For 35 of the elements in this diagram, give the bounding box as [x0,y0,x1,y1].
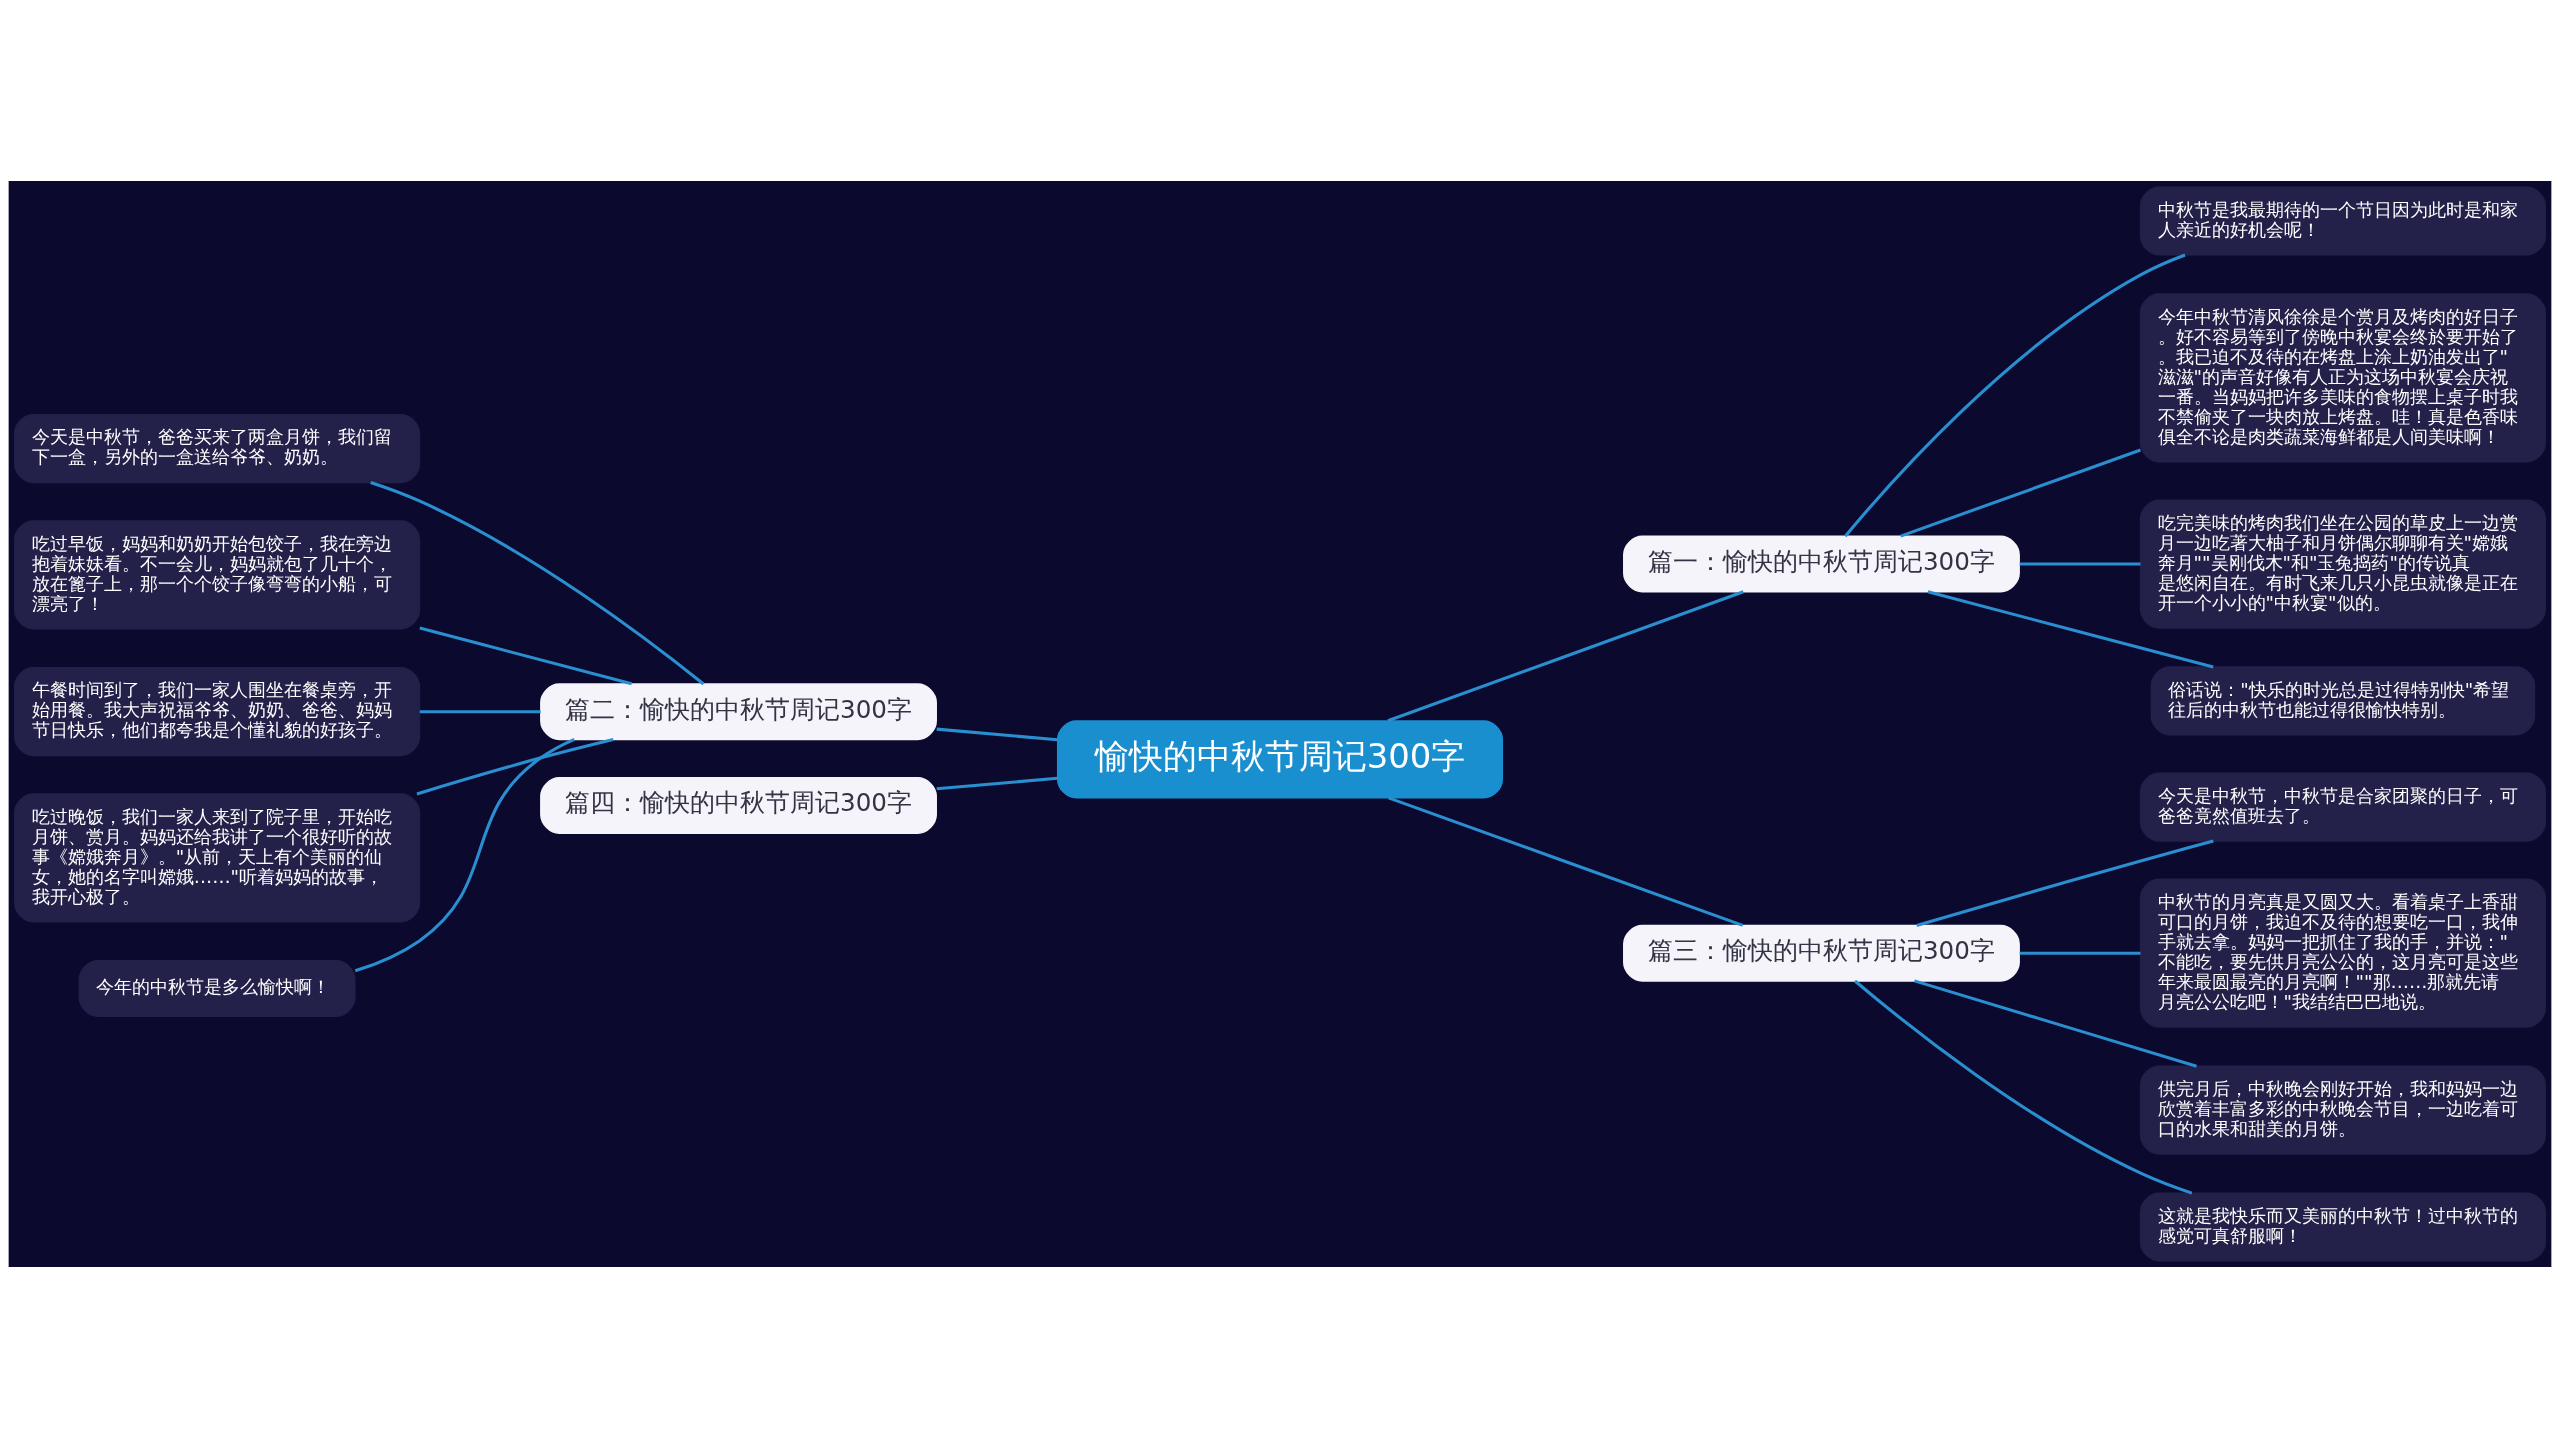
connector [419,625,632,685]
connector [1914,978,2197,1068]
node-box: 中秋节的月亮真是又圆又大。看着桌子上香甜可口的月饼，我迫不及待的想要吃一口，我伸手就去拿。妈妈一把抓住了我的手，并说："不能吃，要先供月亮公公的，这月亮可是这些年来最圆最亮的月亮啊！""那……那就先请月亮公公吃吧！"我结结巴巴地说。 [2139,878,2546,1028]
connector [1387,589,1744,722]
node-box: 愉快的中秋节周记300字 [1056,719,1504,799]
connector [936,776,1058,790]
connector [1927,589,2214,669]
connector [419,709,541,713]
connector [416,737,614,795]
node-box: 午餐时间到了，我们一家人围坐在餐桌旁，开始用餐。我大声祝福爷爷、奶奶、爸爸、妈妈节日快乐，他们都夸我是个懂礼貌的好孩子。 [14,666,421,756]
node-box: 篇三：愉快的中秋节周记300字 [1623,924,2020,982]
connector [354,737,575,972]
node-box: 篇四：愉快的中秋节周记300字 [540,776,937,834]
node-box: 俗话说："快乐的时光总是过得特别快"希望往后的中秋节也能过得很愉快特别。 [2150,665,2536,736]
node-box: 吃过晚饭，我们一家人来到了院子里，开始吃月饼、赏月。妈妈还给我讲了一个很好听的故事《嫦娥奔月》。"从前，天上有个美丽的仙女，她的名字叫嫦娥……"听着妈妈的故事，我开心极了。 [14,792,421,922]
connector [936,727,1058,741]
connector [2019,562,2141,566]
node-box: 篇一：愉快的中秋节周记300字 [1623,535,2020,592]
node-box: 今年中秋节清风徐徐是个赏月及烤肉的好日子。好不容易等到了傍晚中秋宴会终於要开始了。我已迫不及待的在烤盘上涂上奶油发出了"滋滋"的声音好像有人正为这场中秋宴会庆祝一番。当妈妈把许多美味的食物摆上桌子时我不禁偷夹了一块肉放上烤盘。哇！真是色香味俱全不论是肉类蔬菜海鲜都是人间美味啊！ [2139,292,2546,462]
node-box: 这就是我快乐而又美丽的中秋节！过中秋节的感觉可真舒服啊！ [2139,1191,2546,1262]
node-box: 今天是中秋节，爸爸买来了两盒月饼，我们留下一盒，另外的一盒送给爷爷、奶奶。 [14,413,421,483]
node-box: 供完月后，中秋晚会刚好开始，我和妈妈一边欣赏着丰富多彩的中秋晚会节目，一边吃着可口的水果和甜美的月饼。 [2139,1065,2546,1155]
node-box: 中秋节是我最期待的一个节日因为此时是和家人亲近的好机会呢！ [2139,185,2546,256]
node-box: 吃完美味的烤肉我们坐在公园的草皮上一边赏月一边吃著大柚子和月饼偶尔聊聊有关"嫦娥奔月""吴刚伐木"和"玉兔捣药"的传说真是悠闲自在。有时飞来几只小昆虫就像是正在开一个小小的"中秋宴"似的。 [2139,498,2546,629]
connector [1388,795,1744,927]
node-box: 吃过早饭，妈妈和奶奶开始包饺子，我在旁边抱着妹妹看。不一会儿，妈妈就包了几十个，放在篦子上，那一个个饺子像弯弯的小船，可漂亮了！ [14,519,421,629]
connector [1844,253,2186,537]
connector [1916,839,2214,927]
connector [1900,448,2142,538]
node-box: 今天是中秋节，中秋节是合家团聚的日子，可爸爸竟然值班去了。 [2139,771,2546,842]
node-box: 今年的中秋节是多么愉快啊！ [78,959,356,1017]
connector [370,480,705,685]
connector [2019,951,2141,955]
node-box: 篇二：愉快的中秋节周记300字 [540,682,937,740]
connector [1854,979,2193,1195]
